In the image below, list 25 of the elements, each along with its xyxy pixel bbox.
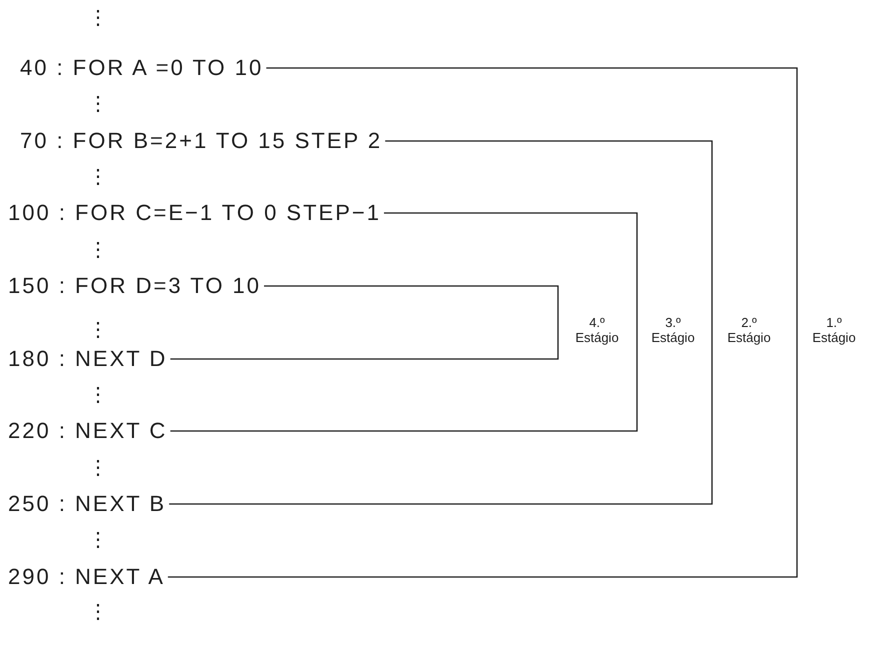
code-line: 180 : NEXT D <box>8 346 168 372</box>
ellipsis-mark: ⋮ <box>88 320 108 340</box>
ellipsis-mark: ⋮ <box>88 94 108 114</box>
loop-bracket-line <box>168 67 798 578</box>
code-line: 250 : NEXT B <box>8 491 166 517</box>
ellipsis-mark: ⋮ <box>88 240 108 260</box>
ellipsis-mark: ⋮ <box>88 8 108 28</box>
loop-bracket-line <box>170 285 559 360</box>
ellipsis-mark: ⋮ <box>88 530 108 550</box>
stage-label: 4.º Estágio <box>574 315 620 345</box>
code-line: 100 : FOR C=E−1 TO 0 STEP−1 <box>8 200 381 226</box>
stage-label: 1.º Estágio <box>811 315 857 345</box>
ellipsis-mark: ⋮ <box>88 602 108 622</box>
ellipsis-mark: ⋮ <box>88 167 108 187</box>
ellipsis-mark: ⋮ <box>88 458 108 478</box>
code-line: 220 : NEXT C <box>8 418 168 444</box>
code-line: 290 : NEXT A <box>8 564 165 590</box>
ellipsis-mark: ⋮ <box>88 385 108 405</box>
loop-bracket-line <box>170 212 638 432</box>
code-line: 70 : FOR B=2+1 TO 15 STEP 2 <box>20 128 382 154</box>
stage-label: 3.º Estágio <box>650 315 696 345</box>
code-line: 150 : FOR D=3 TO 10 <box>8 273 262 299</box>
code-line: 40 : FOR A =0 TO 10 <box>20 55 264 81</box>
loop-bracket-line <box>169 140 713 505</box>
stage-label: 2.º Estágio <box>726 315 772 345</box>
